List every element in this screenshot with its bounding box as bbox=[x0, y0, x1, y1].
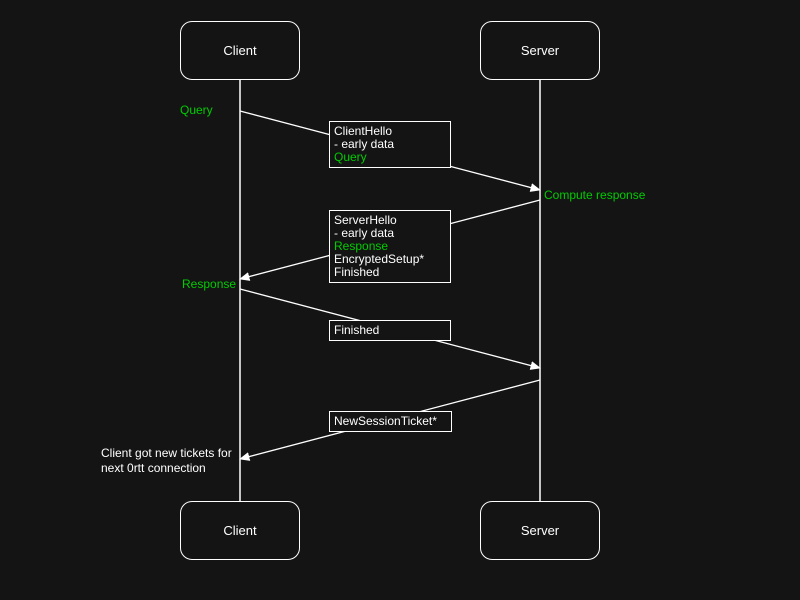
actor-box-client-top: Client bbox=[180, 21, 300, 80]
clienthello-line3: Query bbox=[334, 150, 367, 164]
message-box-serverhello: ServerHello - early data Response Encryp… bbox=[329, 210, 451, 283]
label-query: Query bbox=[180, 103, 213, 117]
actor-box-server-top: Server bbox=[480, 21, 600, 80]
note-line1: Client got new tickets for bbox=[101, 446, 232, 460]
note-new-tickets: Client got new tickets for next 0rtt con… bbox=[101, 446, 232, 476]
finished-line1: Finished bbox=[334, 323, 380, 337]
actor-label-client-bottom: Client bbox=[223, 523, 257, 538]
message-box-clienthello: ClientHello - early data Query bbox=[329, 121, 451, 168]
label-response: Response bbox=[182, 277, 237, 291]
serverhello-line5: Finished bbox=[334, 265, 380, 279]
note-line2: next 0rtt connection bbox=[101, 461, 206, 475]
actor-box-server-bottom: Server bbox=[480, 501, 600, 560]
actor-label-client-top: Client bbox=[223, 43, 257, 58]
serverhello-line1: ServerHello bbox=[334, 213, 397, 227]
actor-box-client-bottom: Client bbox=[180, 501, 300, 560]
serverhello-line4: EncryptedSetup* bbox=[334, 252, 425, 266]
serverhello-line3: Response bbox=[334, 239, 389, 253]
actor-label-server-top: Server bbox=[520, 43, 560, 58]
clienthello-line2: - early data bbox=[334, 137, 395, 151]
actor-label-server-bottom: Server bbox=[520, 523, 560, 538]
newsessionticket-line1: NewSessionTicket* bbox=[334, 414, 437, 428]
message-box-newsessionticket: NewSessionTicket* bbox=[329, 411, 452, 432]
clienthello-line1: ClientHello bbox=[334, 124, 393, 138]
serverhello-line2: - early data bbox=[334, 226, 395, 240]
message-box-finished: Finished bbox=[329, 320, 451, 341]
label-compute-response: Compute response bbox=[544, 188, 646, 202]
